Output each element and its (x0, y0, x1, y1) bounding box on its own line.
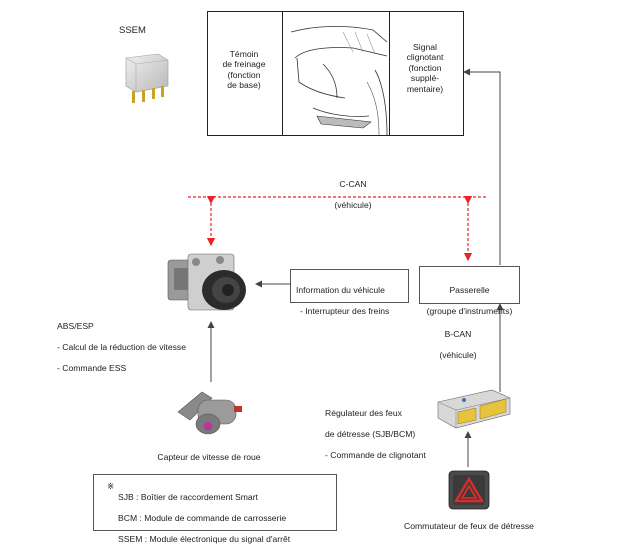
turn-signal-text: Signal clignotant (fonction supplé- ment… (406, 42, 444, 94)
gateway-title: Passerelle (449, 285, 490, 296)
gateway-subtitle: (groupe d'instruments) (426, 306, 513, 317)
vehicle-info-text: Information du véhicule - Interrupteur d… (296, 275, 389, 317)
wheel-speed-sensor-image (177, 391, 242, 435)
ssem-label: SSEM (119, 25, 146, 36)
dashboard-panel (207, 11, 464, 136)
abs-esp-unit-image (167, 253, 246, 311)
vehicle-info-box (290, 269, 409, 303)
regulator-title-1: Régulateur des feux (325, 408, 402, 419)
abs-esp-title: ABS/ESP (57, 321, 94, 332)
legend-line-3: SSEM : Module électronique du signal d'a… (118, 534, 291, 545)
gateway-text: Passerelle (groupe d'instruments) (419, 275, 520, 317)
abs-esp-description: ABS/ESP - Calcul de la réduction de vite… (57, 311, 186, 373)
ssem-relay-image (125, 53, 169, 103)
legend-mark: ※ (107, 481, 115, 491)
b-can-title: B-CAN (444, 329, 472, 340)
gateway-box (419, 266, 520, 304)
c-can-subtitle: (véhicule) (334, 200, 372, 211)
b-can-label: B-CAN (véhicule) (430, 319, 486, 361)
hazard-switch-image (448, 470, 490, 510)
regulator-description: Régulateur des feux de détresse (SJB/BCM… (325, 398, 426, 460)
c-can-label: C-CAN (véhicule) (318, 169, 388, 211)
gateway-to-panel-arrow (463, 68, 501, 265)
legend-box (93, 474, 337, 531)
legend-line-1: SJB : Boîtier de raccordement Smart (118, 492, 258, 503)
hazard-switch-label: Commutateur de feux de détresse (404, 521, 534, 531)
abs-esp-item-2: - Commande ESS (57, 363, 127, 374)
brake-lamp-text: Témoin de freinage (fonction de base) (222, 49, 266, 91)
legend-text: SJB : Boîtier de raccordement Smart BCM … (118, 482, 290, 544)
wheel-speed-sensor-label: Capteur de vitesse de roue (157, 452, 261, 462)
vehicle-info-item: - Interrupteur des freins (300, 306, 390, 317)
car-rear-illustration (290, 25, 388, 135)
vehicle-info-title: Information du véhicule (296, 285, 385, 296)
regulator-item: - Commande de clignotant (325, 450, 426, 461)
c-can-title: C-CAN (339, 179, 367, 190)
legend-line-2: BCM : Module de commande de carrosserie (118, 513, 287, 524)
regulator-title-2: de détresse (SJB/BCM) (325, 429, 416, 440)
sjb-bcm-module-image (437, 389, 511, 429)
b-can-subtitle: (véhicule) (439, 350, 477, 361)
abs-esp-item-1: - Calcul de la réduction de vitesse (57, 342, 186, 353)
